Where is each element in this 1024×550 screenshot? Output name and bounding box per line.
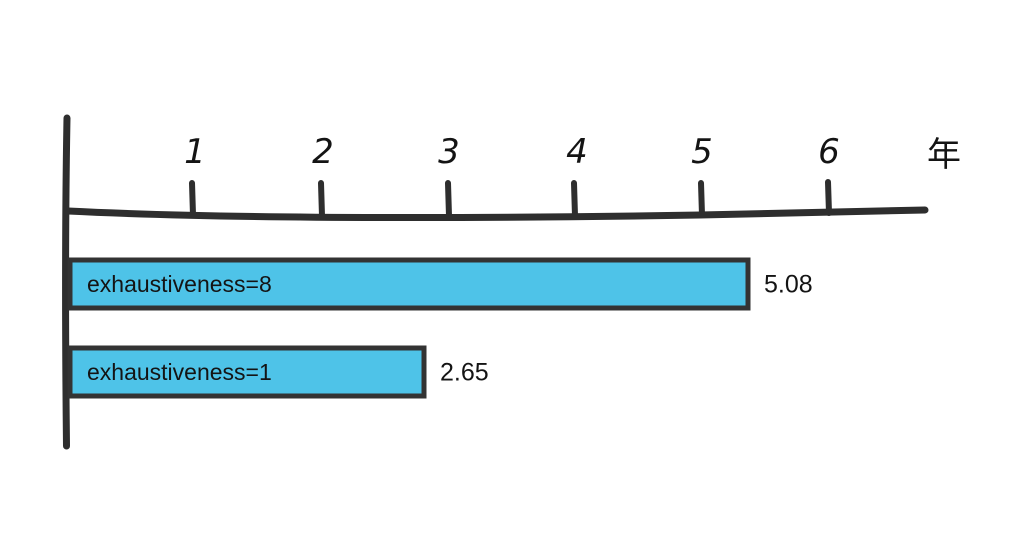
bar-rect-exhaustiveness-8[interactable] xyxy=(67,257,751,311)
vertical-axis-line xyxy=(62,114,71,450)
tick-label-1: 1 xyxy=(184,132,206,172)
bar-rect-exhaustiveness-1[interactable] xyxy=(67,345,427,399)
tick-label-2: 2 xyxy=(312,132,334,172)
bar-label-exhaustiveness-8: exhaustiveness=8 xyxy=(87,271,272,297)
horizontal-axis-line xyxy=(64,206,929,222)
tick-mark-4 xyxy=(571,180,578,219)
tick-label-6: 6 xyxy=(818,132,840,172)
bar-value-exhaustiveness-1: 2.65 xyxy=(440,359,489,387)
tick-mark-1 xyxy=(189,180,196,218)
bar-value-exhaustiveness-8: 5.08 xyxy=(764,271,813,299)
tick-mark-5 xyxy=(698,180,705,218)
tick-mark-6 xyxy=(825,179,832,216)
tick-label-5: 5 xyxy=(691,132,713,172)
tick-mark-2 xyxy=(318,180,325,219)
tick-mark-3 xyxy=(445,180,452,219)
axis-unit-label: 年 xyxy=(927,135,961,175)
tick-label-3: 3 xyxy=(438,132,460,172)
tick-label-4: 4 xyxy=(566,132,588,172)
axis-ticks xyxy=(189,179,832,219)
bar-label-exhaustiveness-1: exhaustiveness=1 xyxy=(87,359,272,385)
